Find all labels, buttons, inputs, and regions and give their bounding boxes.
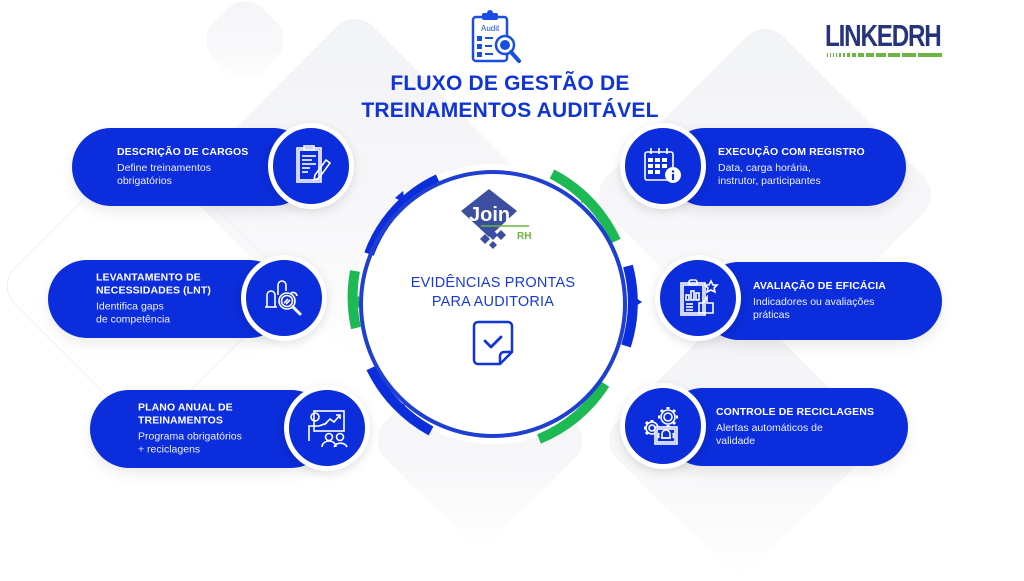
- join-text: Join: [469, 204, 510, 226]
- center-message: EVIDÊNCIAS PRONTAS PARA AUDITORIA: [393, 274, 593, 312]
- step-icon-circle: [284, 385, 370, 471]
- step-desc: Indicadores ou avaliações: [753, 296, 875, 308]
- step-execucao-com-registro: EXECUÇÃO COM REGISTRO Data, carga horári…: [666, 128, 906, 206]
- step-desc: práticas: [753, 309, 790, 321]
- step-desc: obrigatórios: [117, 175, 172, 187]
- linkedrh-logo: LINKEDRH: [825, 20, 943, 60]
- step-desc: Identifica gaps: [96, 300, 164, 313]
- calendar-info-icon: [644, 148, 681, 183]
- brand-bar: [827, 53, 943, 57]
- step-icon-circle: [241, 255, 327, 341]
- step-title: DESCRIÇÃO DE CARGOS: [117, 146, 249, 158]
- center-line-1: EVIDÊNCIAS PRONTAS: [410, 275, 576, 291]
- title-line-1: FLUXO DE GESTÃO DE: [390, 72, 630, 95]
- step-icon-circle: [655, 255, 741, 341]
- step-icon-circle: [620, 123, 706, 209]
- step-title: CONTROLE DE RECICLAGENS: [716, 406, 875, 418]
- step-desc: validade: [716, 435, 756, 447]
- step-desc: Data, carga horária,: [718, 162, 811, 174]
- clipboard-pencil-icon: [296, 145, 332, 183]
- step-title: TREINAMENTOS: [138, 414, 224, 427]
- audit-clipboard-icon: Audit: [471, 10, 521, 63]
- step-icon-circle: [620, 383, 706, 469]
- brand-name: LINKEDRH: [825, 18, 942, 53]
- step-desc: Alertas automáticos de: [716, 422, 823, 434]
- gears-alert-icon: [644, 407, 678, 445]
- center-line-2: PARA AUDITORIA: [431, 294, 555, 310]
- step-icon-circle: [268, 123, 354, 209]
- chart-magnifier-icon: [265, 280, 302, 316]
- clipboard-thumbs-up-icon: [680, 279, 719, 316]
- joinrh-logo: Join RH: [461, 189, 531, 249]
- step-title: LEVANTAMENTO DE: [96, 271, 201, 284]
- rh-text: RH: [517, 231, 531, 242]
- step-title: EXECUÇÃO COM REGISTRO: [718, 146, 865, 158]
- step-desc: de competência: [96, 313, 171, 326]
- central-gear-ring: [347, 164, 642, 444]
- background-diamond: [195, 0, 295, 90]
- title-line-2: TREINAMENTOS AUDITÁVEL: [361, 99, 659, 122]
- presentation-trainer-icon: [308, 410, 348, 448]
- audit-label: Audit: [481, 24, 500, 33]
- step-title: AVALIAÇÃO DE EFICÁCIA: [753, 280, 886, 292]
- document-check-icon: [472, 320, 514, 366]
- step-desc: instrutor, participantes: [718, 175, 821, 187]
- step-title: PLANO ANUAL DE: [138, 401, 233, 414]
- step-desc: Define treinamentos: [117, 162, 211, 174]
- step-desc: + reciclagens: [138, 443, 201, 456]
- step-desc: Programa obrigatórios: [138, 430, 242, 443]
- step-title: NECESSIDADES (LNT): [96, 284, 211, 297]
- page-title: FLUXO DE GESTÃO DE TREINAMENTOS AUDITÁVE…: [340, 70, 680, 124]
- step-avaliacao-de-eficacia: AVALIAÇÃO DE EFICÁCIA Indicadores ou ava…: [700, 262, 942, 340]
